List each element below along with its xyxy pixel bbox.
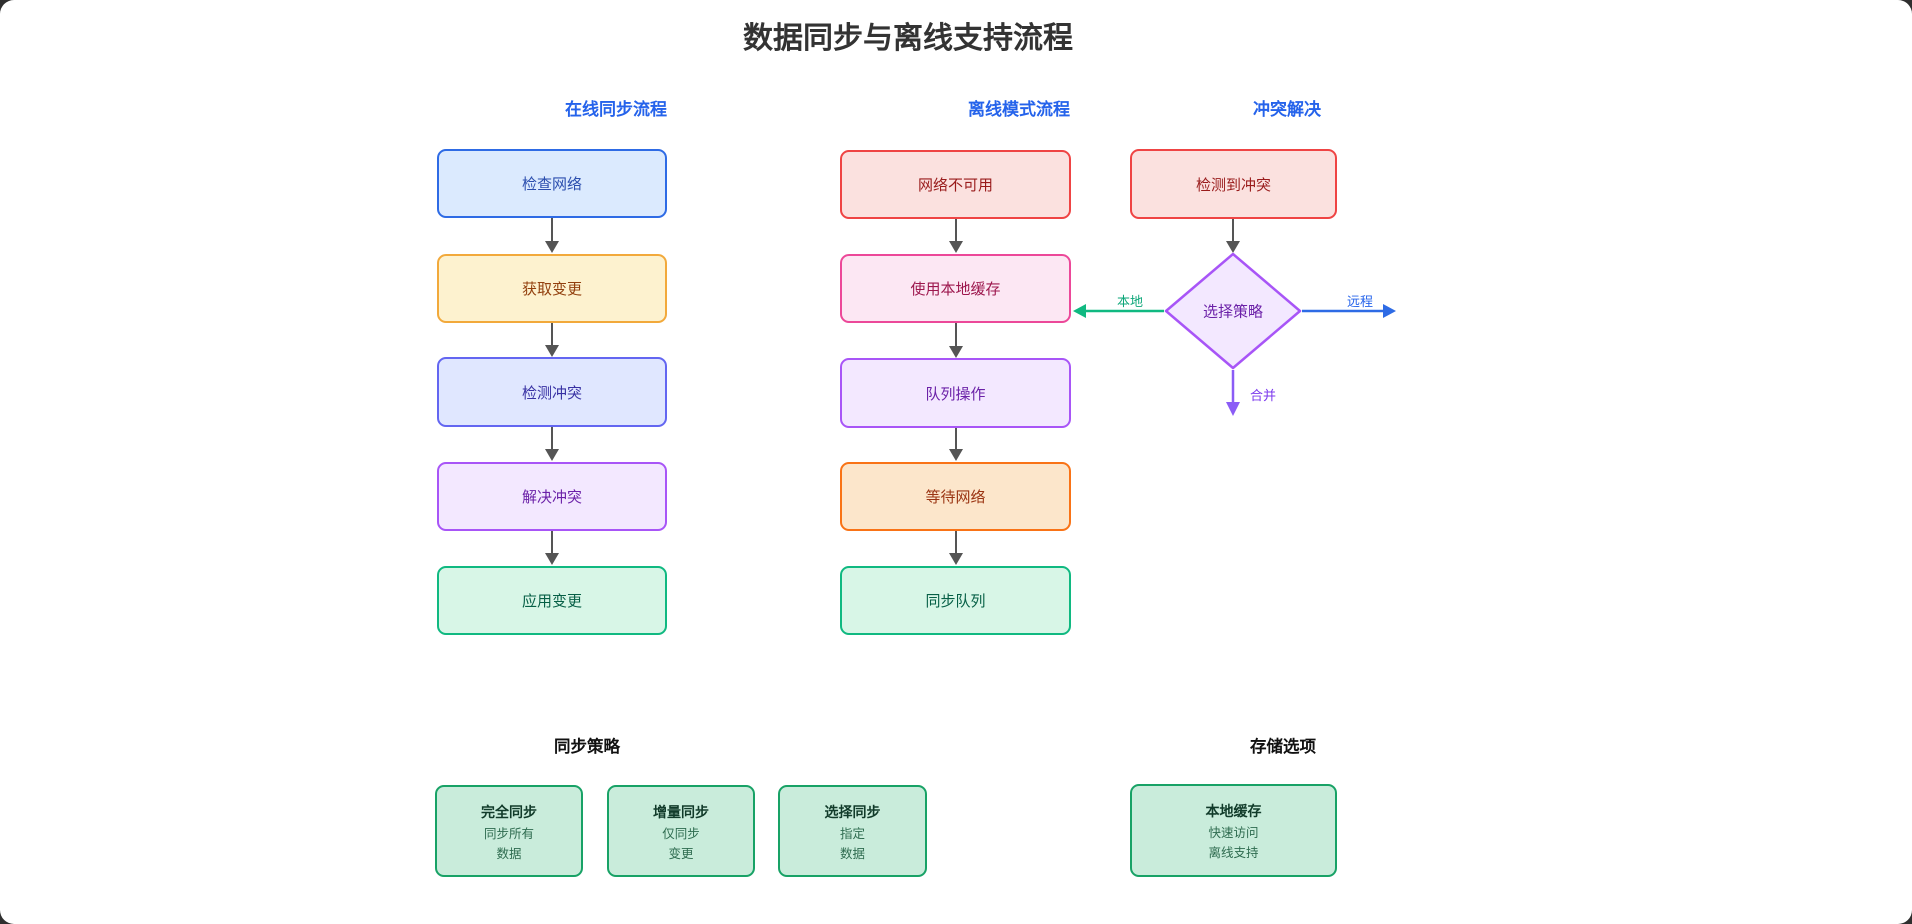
card-title: 本地缓存	[1205, 803, 1262, 819]
edge-label-remote: 远程	[1346, 294, 1374, 309]
card-title: 完全同步	[481, 804, 537, 820]
flow-node-detect-conflict: 检测冲突	[437, 357, 667, 427]
flow-node-apply-changes: 应用变更	[437, 566, 667, 635]
card-line: 同步所有	[483, 827, 534, 841]
card-line: 指定	[839, 827, 865, 841]
card-line: 数据	[496, 847, 522, 861]
edge-label-merge: 合并	[1250, 388, 1277, 403]
card-title: 增量同步	[653, 804, 709, 820]
flow-node-resolve-conflict: 解决冲突	[437, 462, 667, 531]
heading-conflict-flow: 冲突解决	[1253, 100, 1321, 119]
flow-node-fetch-changes: 获取变更	[437, 254, 667, 323]
card-line: 数据	[839, 847, 865, 861]
decision-choose-strategy: 选择策略	[1202, 303, 1264, 321]
flow-node-check-network: 检查网络	[437, 149, 667, 218]
heading-storage-options: 存储选项	[1250, 738, 1316, 756]
flow-node-use-local-cache: 使用本地缓存	[840, 254, 1071, 323]
flow-node-sync-queue: 同步队列	[840, 566, 1071, 635]
card-selective-sync: 选择同步 指定 数据	[778, 785, 927, 877]
heading-sync-strategies: 同步策略	[554, 738, 620, 756]
heading-online-flow: 在线同步流程	[565, 100, 667, 119]
card-full-sync: 完全同步 同步所有 数据	[435, 785, 583, 877]
card-line: 仅同步	[662, 827, 700, 841]
flow-node-conflict-detected: 检测到冲突	[1130, 149, 1337, 219]
card-title: 选择同步	[824, 804, 881, 820]
card-line: 变更	[668, 847, 694, 861]
flow-node-network-unavailable: 网络不可用	[840, 150, 1071, 219]
flow-node-wait-network: 等待网络	[840, 462, 1071, 531]
card-line: 离线支持	[1208, 846, 1259, 860]
card-line: 快速访问	[1208, 826, 1259, 840]
heading-offline-flow: 离线模式流程	[968, 100, 1070, 119]
flow-node-queue-operations: 队列操作	[840, 358, 1071, 428]
page-title: 数据同步与离线支持流程	[743, 22, 1073, 55]
card-local-cache: 本地缓存 快速访问 离线支持	[1130, 784, 1337, 877]
card-incremental-sync: 增量同步 仅同步 变更	[607, 785, 755, 877]
edge-label-local: 本地	[1116, 294, 1144, 309]
